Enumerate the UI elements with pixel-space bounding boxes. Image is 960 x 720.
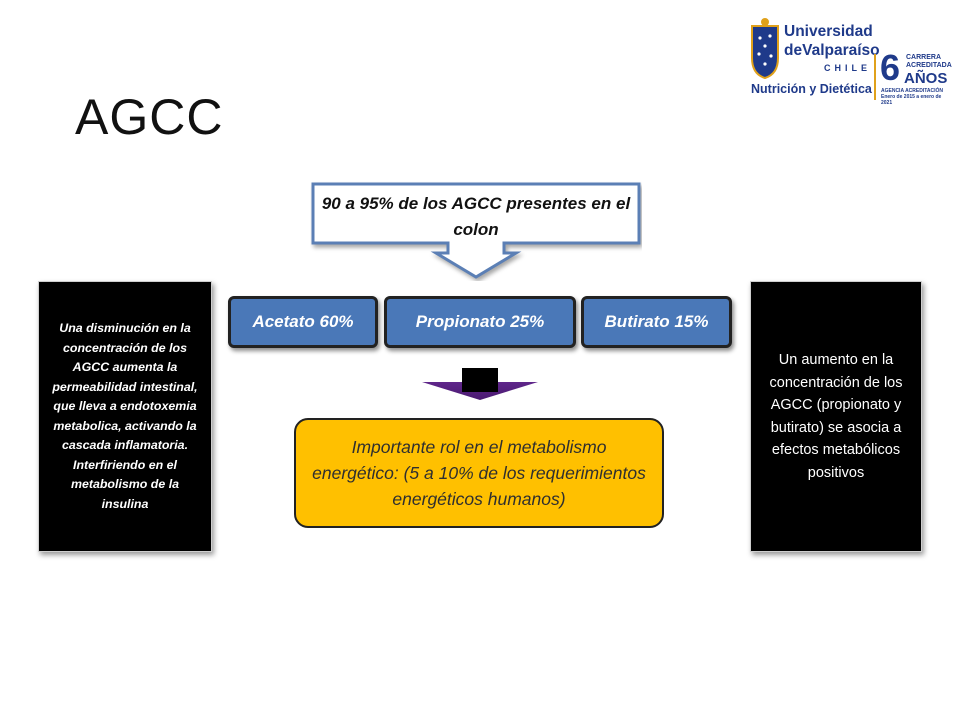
acetato-box: Acetato 60% xyxy=(228,296,378,348)
result-text: Importante rol en el metabolismo energét… xyxy=(312,437,646,509)
top-callout-shape xyxy=(311,182,641,279)
logo-university-city: deValparaíso xyxy=(784,42,880,59)
propionato-box: Propionato 25% xyxy=(384,296,576,348)
logo-country: CHILE xyxy=(824,63,871,73)
top-callout-text: 90 a 95% de los AGCC presentes en el col… xyxy=(321,194,631,239)
logo-agency-text: AGENCIA ACREDITACIÓN Enero de 2015 a ene… xyxy=(881,88,944,106)
butirato-box: Butirato 15% xyxy=(581,296,732,348)
right-note-text: Un aumento en la concentración de los AG… xyxy=(769,352,903,481)
left-note-text: Una disminución en la concentración de l… xyxy=(52,321,198,511)
logo-accreditation-label: CARRERA ACREDITADA xyxy=(906,54,952,69)
logo-university-name: Universidad xyxy=(784,23,873,40)
right-note-box: Un aumento en la concentración de los AG… xyxy=(750,281,922,552)
logo-accreditation-years: 6 xyxy=(880,47,901,88)
left-note-box: Una disminución en la concentración de l… xyxy=(38,281,212,552)
university-logo xyxy=(751,18,779,80)
result-box: Importante rol en el metabolismo energét… xyxy=(294,418,664,528)
down-arrow-icon xyxy=(422,368,538,400)
logo-divider xyxy=(874,54,876,100)
slide-title: AGCC xyxy=(75,89,224,145)
logo-program: Nutrición y Dietética xyxy=(751,82,872,96)
logo-accreditation-unit: AÑOS xyxy=(904,70,948,87)
